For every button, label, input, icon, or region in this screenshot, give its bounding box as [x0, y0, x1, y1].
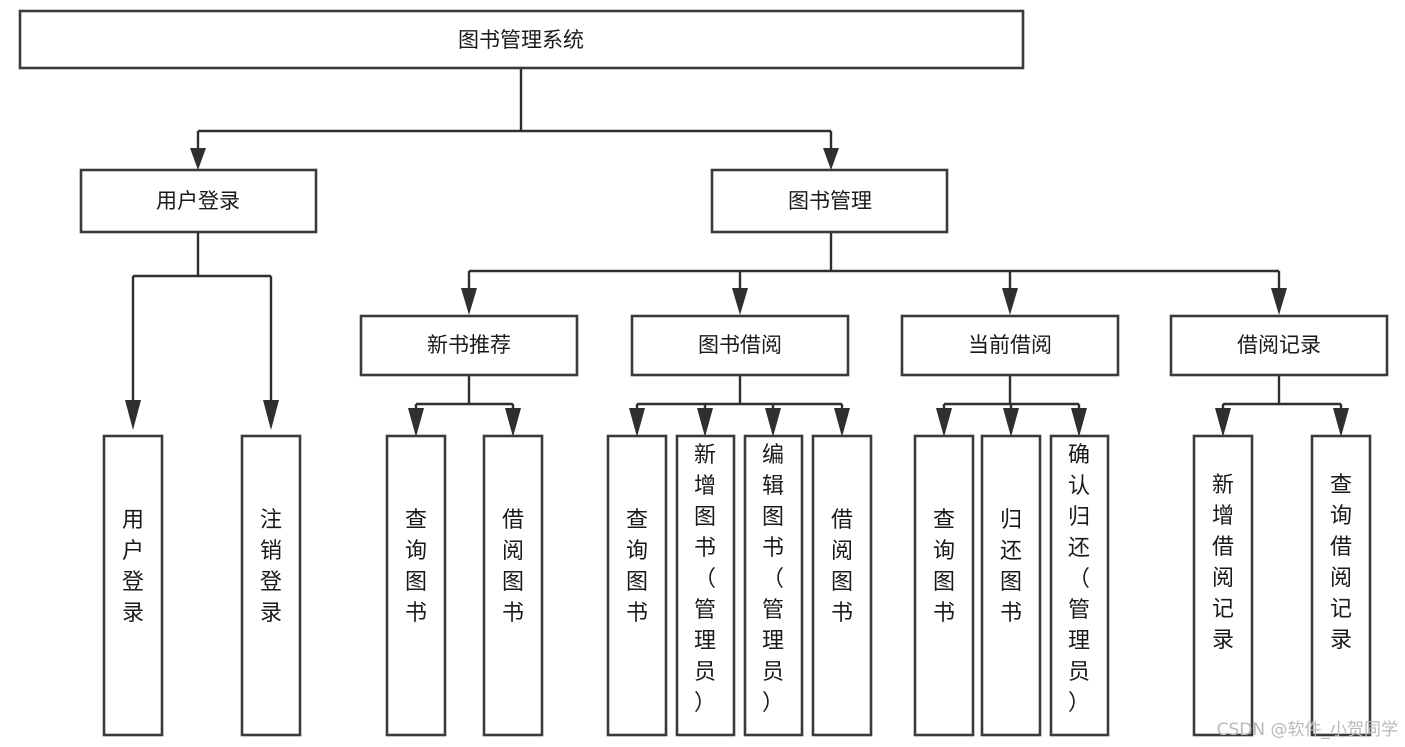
arrow-head-current-borrow	[1002, 288, 1018, 315]
node-leaf-return-book[interactable]: 归还图书	[980, 434, 1042, 737]
arrow-head-leaf-query-record	[1333, 408, 1349, 437]
node-user-login[interactable]: 用户登录	[79, 168, 318, 234]
node-book-manage-box[interactable]	[710, 168, 949, 234]
arrow-head-leaf-query-book-3	[936, 408, 952, 437]
arrow-head-leaf-user-login	[125, 400, 141, 430]
node-new-book-recommend-box[interactable]	[359, 314, 579, 377]
node-leaf-query-book-1-label: 查询图书	[405, 508, 427, 626]
arrow-head-leaf-return-book	[1003, 408, 1019, 437]
node-leaf-add-book-label: 新增图书（管理员）	[694, 443, 716, 716]
node-leaf-query-record[interactable]: 查询借阅记录	[1310, 434, 1372, 737]
node-current-borrow-label: 当前借阅	[968, 333, 1052, 357]
node-leaf-borrow-book-1-box[interactable]	[482, 434, 544, 737]
node-leaf-edit-book[interactable]: 编辑图书（管理员）	[743, 434, 804, 737]
arrow-head-borrow-record	[1271, 288, 1287, 315]
node-leaf-return-book-label: 归还图书	[1000, 508, 1022, 626]
node-leaf-query-book-1[interactable]: 查询图书	[385, 434, 447, 737]
node-book-manage[interactable]: 图书管理	[710, 168, 949, 234]
arrow-head-leaf-edit-book	[765, 408, 781, 437]
node-root-label: 图书管理系统	[458, 28, 584, 52]
node-leaf-user-login-label: 用户登录	[122, 508, 144, 626]
node-user-login-label: 用户登录	[156, 189, 240, 213]
node-leaf-borrow-book-1[interactable]: 借阅图书	[482, 434, 544, 737]
arrow-head-book-manage	[823, 148, 839, 170]
node-book-borrow-box[interactable]	[630, 314, 850, 377]
node-leaf-confirm-return[interactable]: 确认归还（管理员）	[1049, 434, 1110, 737]
node-leaf-query-book-3-box[interactable]	[913, 434, 975, 737]
node-leaf-query-book-2-label: 查询图书	[626, 508, 648, 626]
arrow-head-leaf-query-book-1	[408, 408, 424, 437]
node-leaf-query-book-1-box[interactable]	[385, 434, 447, 737]
node-new-book-recommend[interactable]: 新书推荐	[359, 314, 579, 377]
node-leaf-borrow-book-2[interactable]: 借阅图书	[811, 434, 873, 737]
node-root[interactable]: 图书管理系统	[18, 9, 1025, 70]
node-leaf-return-book-box[interactable]	[980, 434, 1042, 737]
connector-layer	[125, 68, 1349, 437]
node-leaf-user-logout[interactable]: 注销登录	[240, 434, 302, 737]
node-leaf-add-book-box[interactable]	[675, 434, 736, 737]
arrow-head-leaf-user-logout	[263, 400, 279, 430]
node-leaf-confirm-return-box[interactable]	[1049, 434, 1110, 737]
arrow-head-leaf-add-record	[1215, 408, 1231, 437]
arrow-head-user-login	[190, 148, 206, 170]
node-leaf-query-record-box[interactable]	[1310, 434, 1372, 737]
node-book-borrow-label: 图书借阅	[698, 333, 782, 357]
arrow-head-leaf-borrow-book-1	[505, 408, 521, 437]
node-leaf-edit-book-box[interactable]	[743, 434, 804, 737]
node-leaf-edit-book-label: 编辑图书（管理员）	[762, 443, 784, 716]
node-current-borrow-box[interactable]	[900, 314, 1120, 377]
arrow-head-leaf-add-book	[697, 408, 713, 437]
node-leaf-user-login-box[interactable]	[102, 434, 164, 737]
node-leaf-user-logout-label: 注销登录	[260, 508, 282, 626]
node-borrow-record-box[interactable]	[1169, 314, 1389, 377]
node-new-book-recommend-label: 新书推荐	[427, 333, 511, 357]
arrow-head-leaf-borrow-book-2	[834, 408, 850, 437]
watermark-text: CSDN @软件_小贺同学	[1217, 720, 1398, 740]
node-leaf-query-book-3[interactable]: 查询图书	[913, 434, 975, 737]
node-leaf-query-book-3-label: 查询图书	[933, 508, 955, 626]
node-user-login-box[interactable]	[79, 168, 318, 234]
arrow-head-new-book-recommend	[461, 288, 477, 315]
node-leaf-user-login[interactable]: 用户登录	[102, 434, 164, 737]
arrow-head-leaf-query-book-2	[629, 408, 645, 437]
node-leaf-borrow-book-1-label: 借阅图书	[502, 508, 524, 626]
node-leaf-query-book-2[interactable]: 查询图书	[606, 434, 668, 737]
node-current-borrow[interactable]: 当前借阅	[900, 314, 1120, 377]
arrow-head-leaf-confirm-return	[1071, 408, 1087, 437]
arrow-head-book-borrow	[732, 288, 748, 315]
node-leaf-user-logout-box[interactable]	[240, 434, 302, 737]
node-leaf-add-record-label: 新增借阅记录	[1212, 473, 1234, 653]
node-borrow-record[interactable]: 借阅记录	[1169, 314, 1389, 377]
node-leaf-borrow-book-2-box[interactable]	[811, 434, 873, 737]
node-leaf-add-book[interactable]: 新增图书（管理员）	[675, 434, 736, 737]
node-leaf-confirm-return-label: 确认归还（管理员）	[1068, 443, 1090, 716]
node-leaf-borrow-book-2-label: 借阅图书	[831, 508, 853, 626]
node-leaf-add-record[interactable]: 新增借阅记录	[1192, 434, 1254, 737]
node-borrow-record-label: 借阅记录	[1237, 333, 1321, 357]
node-leaf-query-record-label: 查询借阅记录	[1330, 473, 1352, 653]
node-leaf-add-record-box[interactable]	[1192, 434, 1254, 737]
node-leaf-query-book-2-box[interactable]	[606, 434, 668, 737]
node-book-borrow[interactable]: 图书借阅	[630, 314, 850, 377]
node-book-manage-label: 图书管理	[788, 189, 872, 213]
node-root-box[interactable]	[18, 9, 1025, 70]
